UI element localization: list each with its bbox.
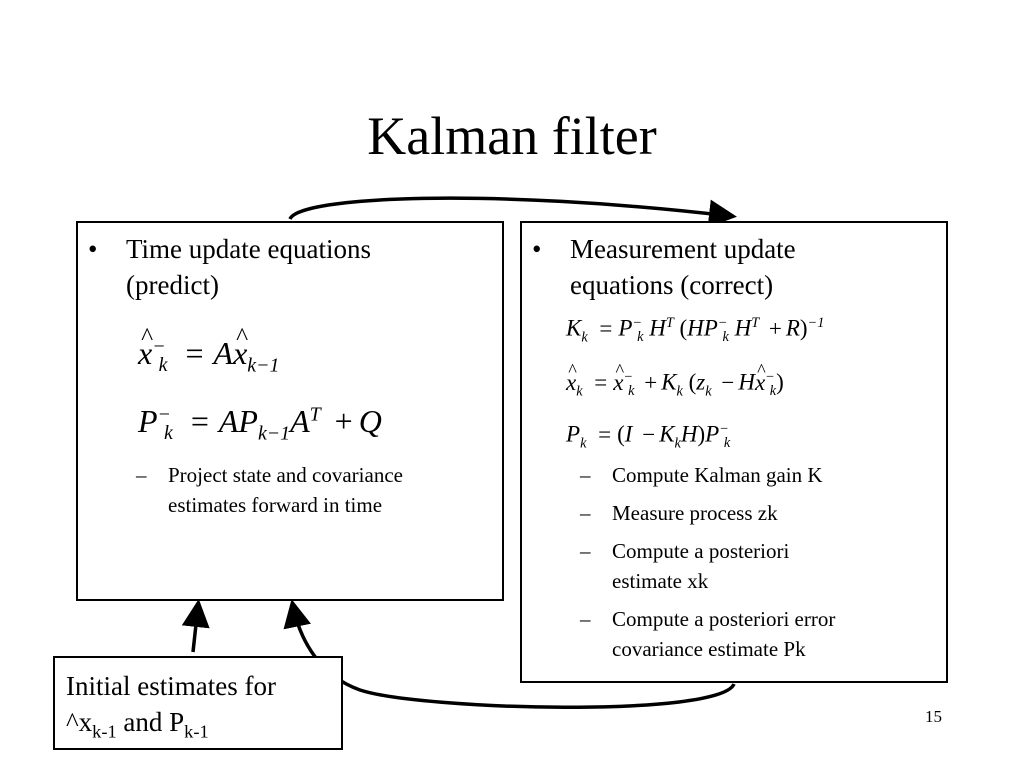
x-hat-symbol: x (233, 322, 248, 372)
p-subscript: k-1 (184, 721, 209, 742)
compute-gain-text: Compute Kalman gain K (612, 463, 823, 487)
k-minus-1-sub: k−1 (257, 422, 291, 445)
state-update-equation: xk =x−k +Kk (zk −Hx−k) (566, 360, 784, 400)
correct-label: equations (correct) (570, 270, 774, 300)
project-state-text-line2: estimates forward in time (168, 493, 383, 517)
x-subscript: k-1 (92, 721, 117, 742)
bullet-dot: • (532, 234, 542, 264)
k-symbol: K (566, 315, 582, 341)
p-symbol: P (566, 421, 581, 447)
k-sub: k (164, 422, 173, 445)
compute-error-covariance-text-line2: covariance estimate Pk (612, 637, 806, 661)
dash: – (580, 463, 591, 487)
initial-estimates-box: Initial estimates for ^xk-1 and Pk-1 (53, 656, 343, 750)
predict-label: (predict) (126, 270, 219, 300)
slide-number: 15 (925, 707, 942, 726)
bullet-dot: • (88, 234, 98, 264)
x-hat-symbol: x (138, 322, 153, 372)
plus-sign: + (334, 403, 353, 439)
equals-sign: = (185, 335, 204, 371)
dash: – (580, 501, 591, 525)
x-hat-symbol: x (566, 360, 577, 396)
ap-term: AP (218, 403, 258, 439)
equals-sign: = (190, 403, 209, 439)
time-update-heading: Time update equations (126, 234, 371, 264)
kalman-gain-equation: Kk =P−k HT (HP−k HT +R)−1 (566, 315, 825, 346)
project-state-text: Project state and covariance (168, 463, 403, 487)
k-sub: k (158, 354, 168, 377)
compute-posteriori-estimate-text-line2: estimate xk (612, 569, 709, 593)
compute-posteriori-estimate-text: Compute a posteriori (612, 539, 790, 563)
initial-estimates-line2: ^xk-1 and Pk-1 (66, 704, 341, 749)
and-p-text: and P (116, 707, 185, 737)
minus-sup: − (152, 335, 166, 358)
a-matrix: A (290, 403, 310, 439)
dash: – (580, 539, 591, 563)
measurement-update-heading: Measurement update (570, 234, 796, 264)
covariance-update-equation: Pk =(I −KkH)P−k (566, 421, 731, 452)
covariance-predict-equation: P−k =APk−1AT +Q (138, 403, 382, 445)
state-predict-equation: x−k =Axk−1 (138, 322, 280, 377)
time-update-box: • Time update equations (predict) x−k =A… (76, 221, 504, 601)
q-symbol: Q (358, 403, 382, 439)
slide-title: Kalman filter (367, 106, 657, 166)
predict-to-correct-arrow (288, 196, 737, 228)
k-minus-1-sub: k−1 (247, 354, 280, 377)
dash: – (136, 463, 147, 487)
a-matrix: A (213, 335, 234, 371)
minus-sup: − (157, 403, 171, 426)
p-symbol: P (138, 403, 158, 439)
x-hat-prefix: ^x (66, 707, 93, 737)
transpose-sup: T (309, 403, 321, 426)
initial-estimates-line1: Initial estimates for (66, 671, 276, 701)
initial-to-predict-arrow (181, 599, 210, 653)
correct-to-predict-arrow (283, 599, 736, 709)
dash: – (580, 607, 591, 631)
measurement-update-box: • Measurement update equations (correct)… (520, 221, 948, 683)
measure-process-text: Measure process zk (612, 501, 778, 525)
compute-error-covariance-text: Compute a posteriori error (612, 607, 836, 631)
